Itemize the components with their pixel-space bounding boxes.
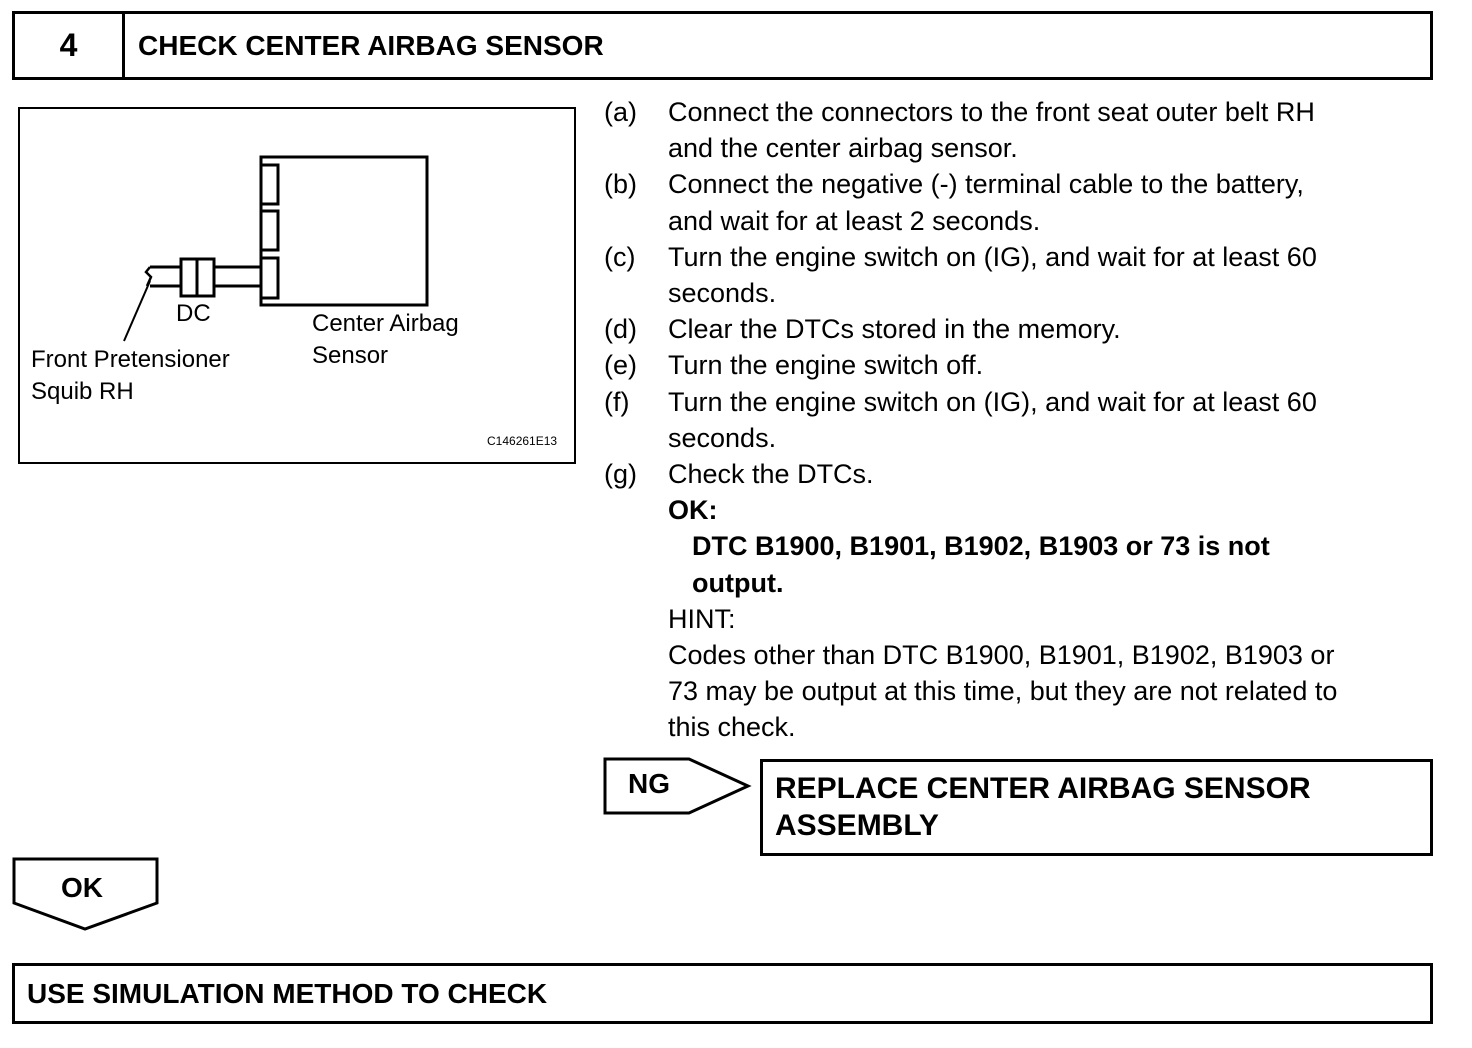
sensor-connector-slot [259,256,280,300]
step-text-continued: seconds. [668,422,777,453]
center-airbag-sensor-body [259,155,429,307]
ok-criteria-text: DTC B1900, B1901, B1902, B1903 or 73 is … [692,531,1270,562]
procedure-step: (d) Clear the DTCs stored in the memory. [604,311,1434,347]
procedure-step: (e) Turn the engine switch off. [604,347,1434,383]
procedure-step: (g) Check the DTCs. [604,456,1434,492]
ok-arrow-icon [12,857,159,931]
dc-label: DC [176,300,211,327]
step-letter: (e) [604,350,637,381]
step-letter: (f) [604,386,630,417]
step-letter: (a) [604,97,637,127]
sensor-connector-slot [259,209,280,252]
procedure-step: (a) Connect the connectors to the front … [604,94,1434,130]
procedure-step: (f) Turn the engine switch on (IG), and … [604,384,1434,420]
step-header: 4 CHECK CENTER AIRBAG SENSOR [12,11,1433,80]
front-pretensioner-label: Front Pretensioner Squib RH [31,346,230,405]
step-letter: (c) [604,241,636,272]
ng-action-text: ASSEMBLY [775,809,939,842]
hint-label: HINT: [668,603,736,634]
step-text: Connect the negative (-) terminal cable … [668,169,1304,200]
next-step-title: USE SIMULATION METHOD TO CHECK [27,977,548,1009]
ok-label: OK [61,872,103,903]
sensor-connector-slot [259,163,280,206]
hint-text: 73 may be output at this time, but they … [668,676,1338,707]
step-title: CHECK CENTER AIRBAG SENSOR [138,29,604,61]
connector-diagram-drawing [123,155,429,342]
step-text: Connect the connectors to the front seat… [668,97,1315,127]
center-airbag-sensor-label: Center Airbag Sensor [312,310,459,369]
dc-connector-left [179,257,199,298]
dc-connector-right [195,257,216,298]
procedure-step: (b) Connect the negative (-) terminal ca… [604,166,1434,202]
step-letter: (g) [604,459,637,490]
illustration-code: C146261E13 [487,434,558,448]
step-text: Clear the DTCs stored in the memory. [668,314,1121,345]
step-letter: (b) [604,169,637,200]
step-number: 4 [15,14,125,77]
step-text-continued: and the center airbag sensor. [668,133,1018,164]
ng-action-text: REPLACE CENTER AIRBAG SENSOR [775,772,1311,805]
ng-arrow-icon [603,757,752,815]
procedure-list: (a) Connect the connectors to the front … [604,94,1434,746]
procedure-step: (c) Turn the engine switch on (IG), and … [604,239,1434,275]
hint-text: Codes other than DTC B1900, B1901, B1902… [668,640,1335,671]
ng-label: NG [628,768,670,799]
ng-action-box: REPLACE CENTER AIRBAG SENSOR ASSEMBLY [760,759,1433,856]
leader-line [123,280,151,342]
step-text: Turn the engine switch on (IG), and wait… [668,241,1317,272]
ok-criteria-text: output. [692,567,784,598]
step-text: Check the DTCs. [668,459,874,490]
step-text-continued: seconds. [668,278,777,309]
connector-diagram: DC Center Airbag Sensor Front Pretension… [18,107,576,464]
hint-text: this check. [668,712,796,743]
step-letter: (d) [604,314,637,345]
step-text: Turn the engine switch on (IG), and wait… [668,386,1317,417]
step-text: Turn the engine switch off. [668,350,984,381]
step-text-continued: and wait for at least 2 seconds. [668,205,1041,236]
next-step-box: USE SIMULATION METHOD TO CHECK [12,963,1433,1024]
ok-criteria-label: OK: [668,495,718,526]
